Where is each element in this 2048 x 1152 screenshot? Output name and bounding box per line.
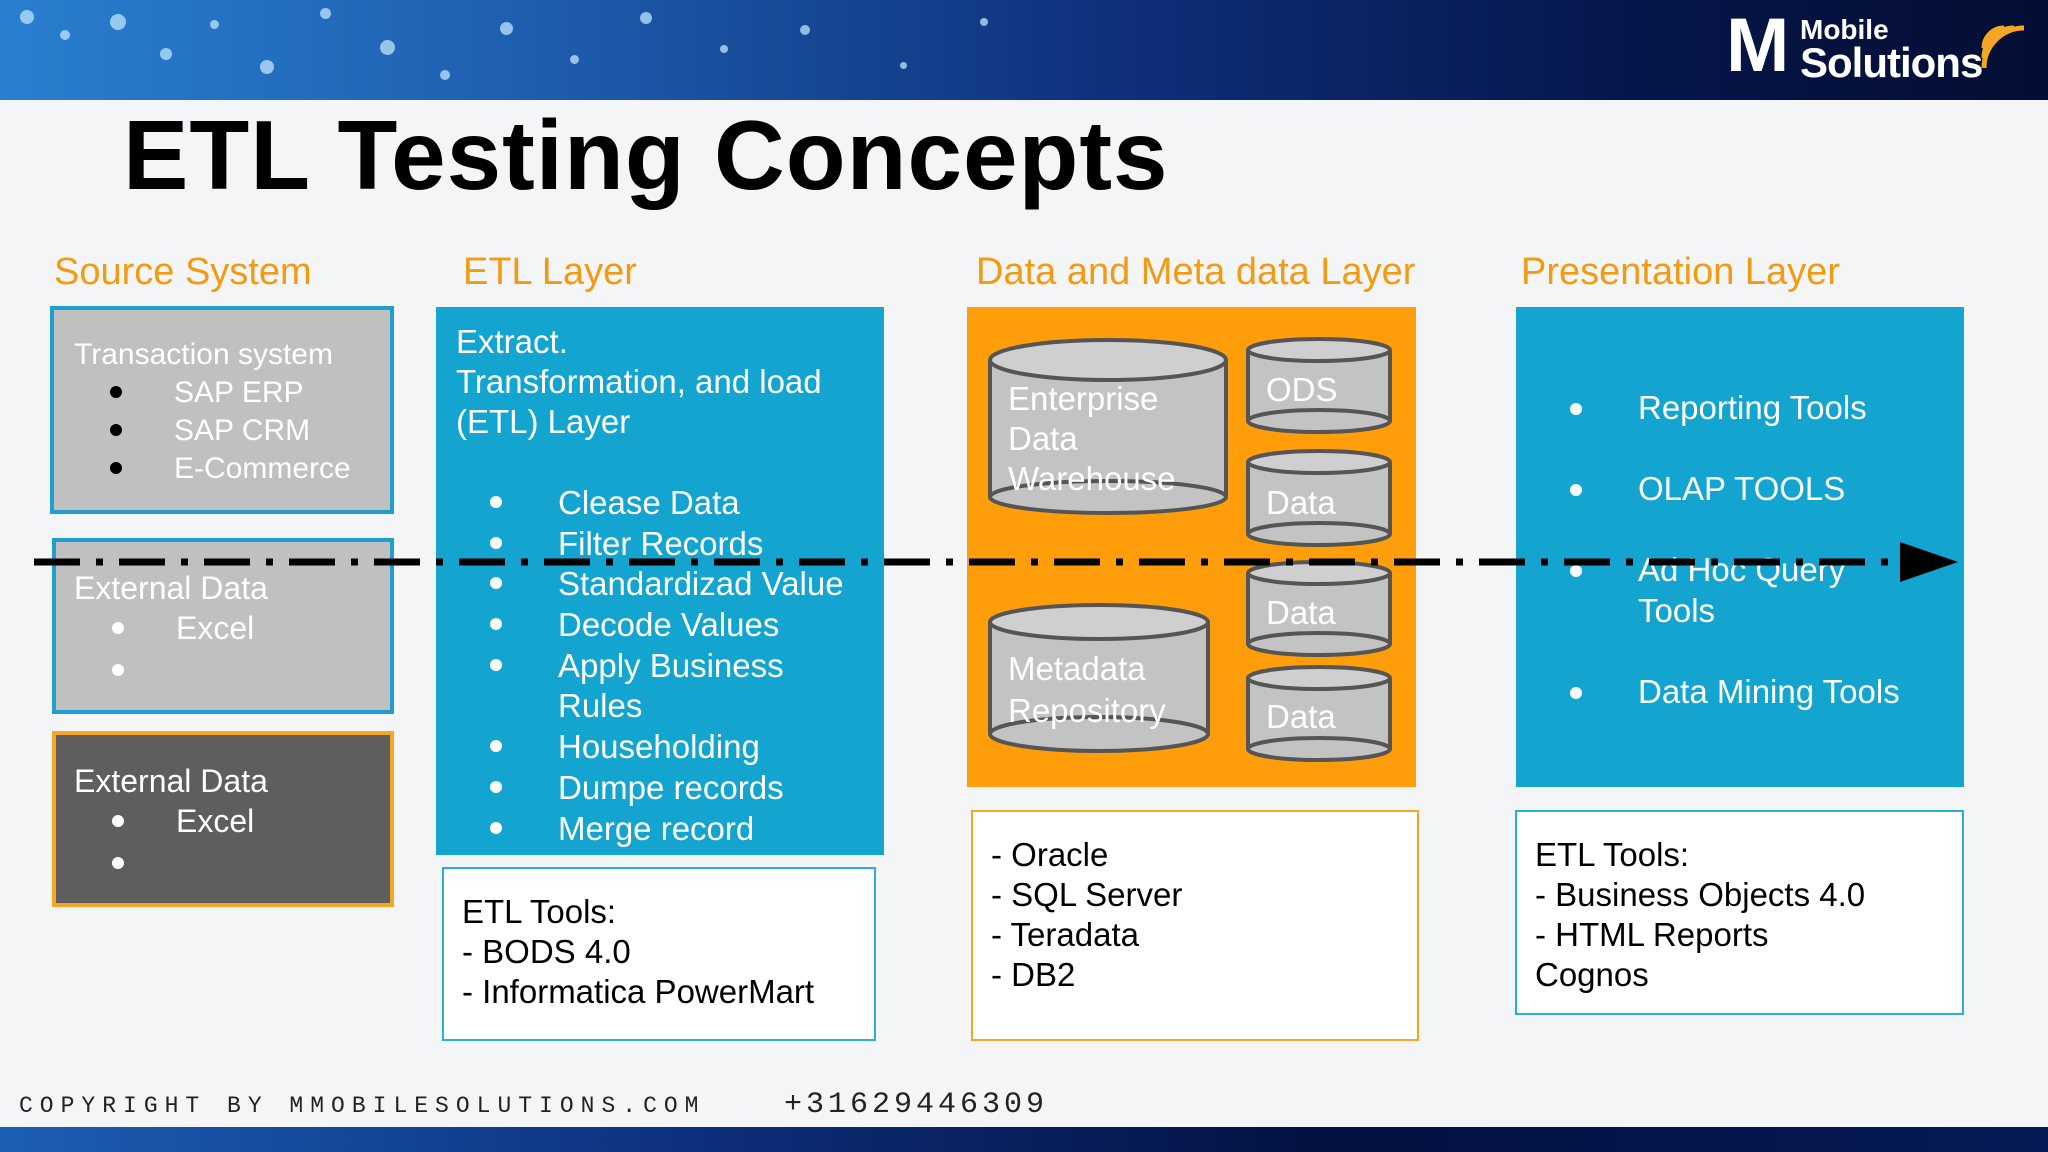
column-heading-source: Source System [54, 251, 312, 293]
column-heading-data: Data and Meta data Layer [976, 251, 1416, 293]
bullet-icon [110, 386, 122, 398]
header-banner [0, 0, 2048, 100]
list-item: Excel [176, 610, 255, 646]
column-heading-presentation: Presentation Layer [1521, 251, 1840, 293]
signal-icon [1981, 25, 2025, 69]
list-item: - SQL Server [991, 876, 1183, 913]
etl-heading-line-1: Extract. [456, 323, 568, 360]
list-item-continuation: Rules [558, 687, 643, 724]
list-item: - Oracle [991, 836, 1109, 873]
list-item: Excel [176, 803, 255, 839]
list-item: Decode Values [558, 606, 780, 643]
list-item: - Teradata [991, 916, 1139, 953]
bullet-icon [110, 462, 122, 474]
list-item-continuation: Tools [1638, 592, 1716, 629]
bullet-icon [490, 781, 502, 793]
list-item: E-Commerce [174, 452, 351, 485]
list-item: Filter Records [558, 525, 764, 562]
etl-tools-box: ETL Tools: - BODS 4.0 - Informatica Powe… [442, 867, 876, 1041]
list-item: Dumpe records [558, 769, 784, 806]
bullet-icon [1570, 403, 1582, 415]
external-heading-2: External Data [74, 763, 268, 799]
page-title: ETL Testing Concepts [123, 100, 1169, 210]
list-item: - Business Objects 4.0 [1535, 876, 1866, 913]
list-item: Cognos [1535, 956, 1649, 993]
data-label-1: Data [1266, 484, 1336, 521]
databases-box: - Oracle - SQL Server - Teradata - DB2 [971, 810, 1419, 1041]
list-item: Reporting Tools [1638, 389, 1867, 426]
etl-heading-line-3: (ETL) Layer [456, 403, 631, 440]
database-icon [1246, 665, 1392, 762]
ods-label: ODS [1266, 371, 1338, 408]
list-item: Standardizad Value [558, 565, 844, 602]
bullet-icon [112, 622, 124, 634]
external-heading-1: External Data [74, 570, 268, 606]
list-item: Data Mining Tools [1638, 673, 1900, 710]
database-icon [988, 603, 1210, 753]
bullet-icon [490, 537, 502, 549]
bullet-icon [110, 424, 122, 436]
company-logo: M Mobile Solutions [1726, 8, 2036, 86]
list-item: - BODS 4.0 [462, 933, 631, 970]
list-item: Apply Business [558, 647, 784, 684]
list-item: Householding [558, 728, 760, 765]
bullet-icon [490, 577, 502, 589]
list-item: SAP ERP [174, 376, 304, 409]
list-item: SAP CRM [174, 414, 311, 447]
bullet-icon [112, 857, 124, 869]
etl-layer-box: Extract. Transformation, and load (ETL) … [436, 307, 884, 855]
external-data-box-2: External Data Excel [52, 731, 394, 907]
list-item: - HTML Reports [1535, 916, 1769, 953]
footer-banner [0, 1127, 2048, 1152]
list-item: - Informatica PowerMart [462, 973, 815, 1010]
bullet-icon [490, 822, 502, 834]
bullet-icon [1570, 484, 1582, 496]
reporting-tools-heading: ETL Tools: [1535, 836, 1690, 873]
reporting-tools-box: ETL Tools: - Business Objects 4.0 - HTML… [1515, 810, 1964, 1015]
edw-label-line-2: Data [1008, 420, 1078, 457]
external-data-box-1: External Data Excel [52, 538, 394, 714]
copyright-text: COPYRIGHT BY MMOBILESOLUTIONS.COM [19, 1093, 706, 1119]
database-icon [1246, 449, 1392, 547]
list-item: - DB2 [991, 956, 1076, 993]
bullet-icon [490, 618, 502, 630]
data-label-3: Data [1266, 698, 1336, 735]
list-item: OLAP TOOLS [1638, 470, 1846, 507]
column-heading-etl: ETL Layer [463, 251, 637, 293]
etl-heading-line-2: Transformation, and load [456, 363, 822, 400]
list-item: Merge record [558, 810, 755, 847]
bullet-icon [112, 664, 124, 676]
database-icon [1246, 337, 1392, 434]
etl-tools-heading: ETL Tools: [462, 893, 617, 930]
transaction-heading: Transaction system [74, 338, 333, 371]
data-label-2: Data [1266, 594, 1336, 631]
logo-line-2: Solutions [1800, 39, 1983, 86]
bullet-icon [1570, 565, 1582, 577]
bullet-icon [1570, 687, 1582, 699]
database-icon [1246, 560, 1392, 657]
presentation-layer-box: Reporting Tools OLAP TOOLS Ad Hoc Query … [1516, 307, 1964, 787]
list-item: Clease Data [558, 484, 740, 521]
bullet-icon [490, 659, 502, 671]
bullet-icon [490, 496, 502, 508]
metadata-label-line-1: Metadata [1008, 650, 1146, 687]
metadata-label-line-2: Repository [1008, 692, 1166, 729]
edw-label-line-3: Warehouse [1008, 460, 1176, 497]
logo-line-1: Mobile [1800, 14, 1889, 45]
list-item: Ad Hoc Query [1638, 551, 1846, 588]
transaction-system-box: Transaction system SAP ERP SAP CRM E-Com… [50, 306, 394, 514]
bullet-icon [112, 815, 124, 827]
logo-letter: M [1726, 3, 1789, 88]
bullet-icon [490, 740, 502, 752]
database-icon [988, 338, 1228, 515]
phone-number: +31629446309 [784, 1088, 1049, 1122]
edw-label-line-1: Enterprise [1008, 380, 1159, 417]
